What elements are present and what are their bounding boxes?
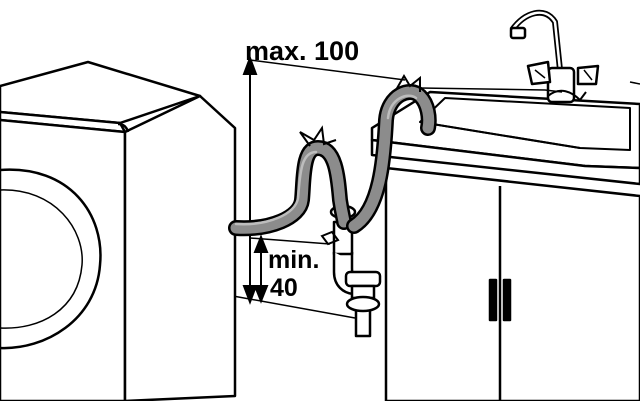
max-height-label: max. 100 (245, 36, 359, 66)
hose-ties (299, 74, 587, 246)
min-height-label-word: min. (268, 246, 319, 274)
faucet (509, 9, 600, 104)
drain-siphon (329, 204, 382, 338)
drain-hose (228, 84, 437, 237)
washing-machine (0, 60, 237, 401)
min-height-dimension (249, 234, 331, 304)
max-height-dimension (242, 55, 406, 305)
sink-cabinet (384, 166, 640, 401)
sink-basin (370, 90, 640, 186)
min-height-label-value: 40 (270, 274, 298, 302)
